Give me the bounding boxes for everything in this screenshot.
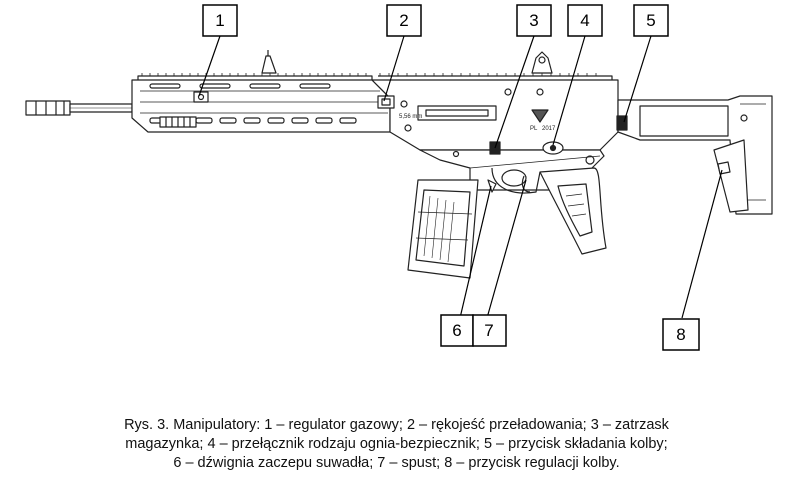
caliber-marking: 5,56 mm: [399, 114, 422, 120]
callout-6: 6: [452, 321, 461, 340]
callout-5: 5: [646, 11, 655, 30]
callout-7: 7: [484, 321, 493, 340]
magazine: [407, 179, 479, 279]
leader-line-1: [198, 35, 221, 97]
callout-box-5: [633, 4, 669, 37]
leader-line-5: [623, 35, 652, 123]
upper-receiver: [371, 73, 619, 151]
barrel: [69, 103, 133, 113]
fire-selector: [542, 141, 564, 155]
stock: [617, 95, 773, 215]
callout-2: 2: [399, 11, 408, 30]
caption-line-3: 6 – dźwignia zaczepu suwadła; 7 – spust;…: [173, 455, 620, 471]
year-marking: 2017: [542, 126, 556, 132]
leader-line-6: [459, 185, 492, 319]
flash-hider: [25, 100, 71, 116]
bolt-catch-lever: [487, 179, 497, 193]
pistol-grip: [539, 167, 607, 255]
leader-line-8: [681, 169, 723, 319]
trigger-guard: [491, 167, 541, 194]
front-sight: [261, 50, 277, 74]
manufacturer-logo: [531, 109, 549, 123]
stock-adjust-button: [717, 161, 731, 175]
figure-caption: Rys. 3. Manipulatory: 1 – regulator gazo…: [40, 416, 753, 473]
callout-box-4: [567, 4, 603, 37]
handguard: [131, 73, 391, 133]
callout-3: 3: [529, 11, 538, 30]
leader-line-3: [494, 35, 535, 149]
leader-line-2: [383, 35, 405, 102]
caption-line-1: Rys. 3. Manipulatory: 1 – regulator gazo…: [124, 417, 669, 433]
caption-line-2: magazynka; 4 – przełącznik rodzaju ognia…: [125, 436, 668, 452]
callout-box-3: [516, 4, 552, 37]
callout-4: 4: [580, 11, 589, 30]
rear-sight: [531, 51, 553, 74]
gas-regulator: [193, 91, 209, 103]
country-marking: PL: [530, 126, 538, 132]
leader-line-4: [552, 35, 586, 146]
callout-box-6: [440, 314, 474, 347]
callout-box-7: [472, 314, 507, 347]
callout-box-2: [386, 4, 422, 37]
leader-line-7: [486, 179, 527, 319]
callout-box-1: [202, 4, 238, 37]
callout-1: 1: [215, 11, 224, 30]
callout-box-8: [662, 318, 700, 351]
callout-8: 8: [676, 325, 685, 344]
stock-folding-button: [616, 115, 628, 131]
